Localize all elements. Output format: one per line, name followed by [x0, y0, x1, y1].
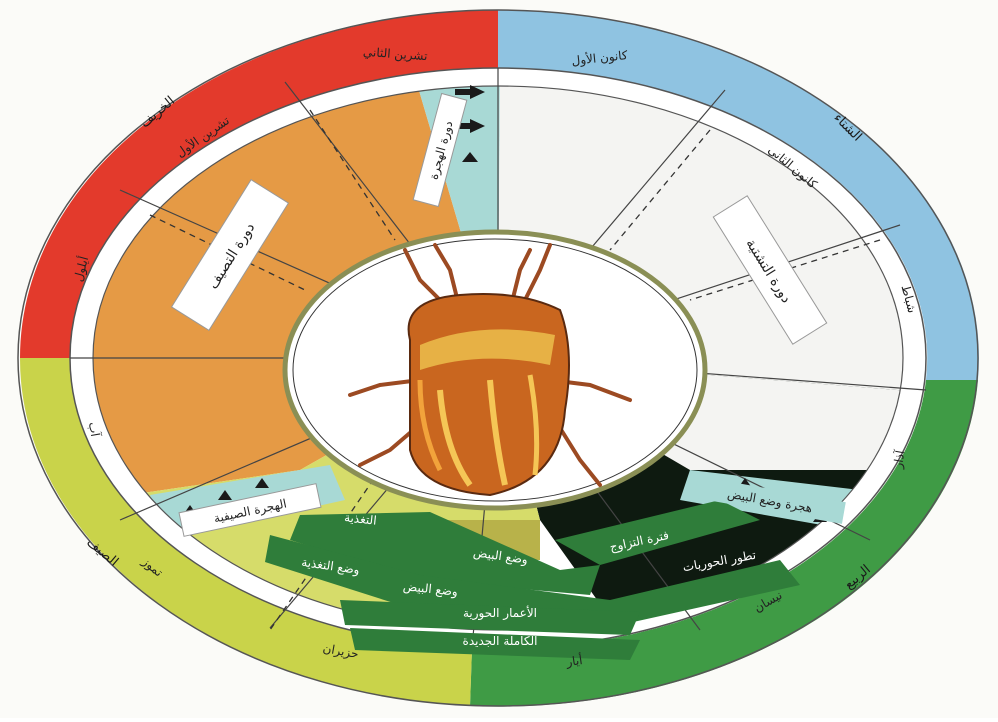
band-adults-label: الكاملة الجديدة	[463, 634, 538, 648]
band-nymph-label: الأعمار الحورية	[463, 605, 537, 621]
